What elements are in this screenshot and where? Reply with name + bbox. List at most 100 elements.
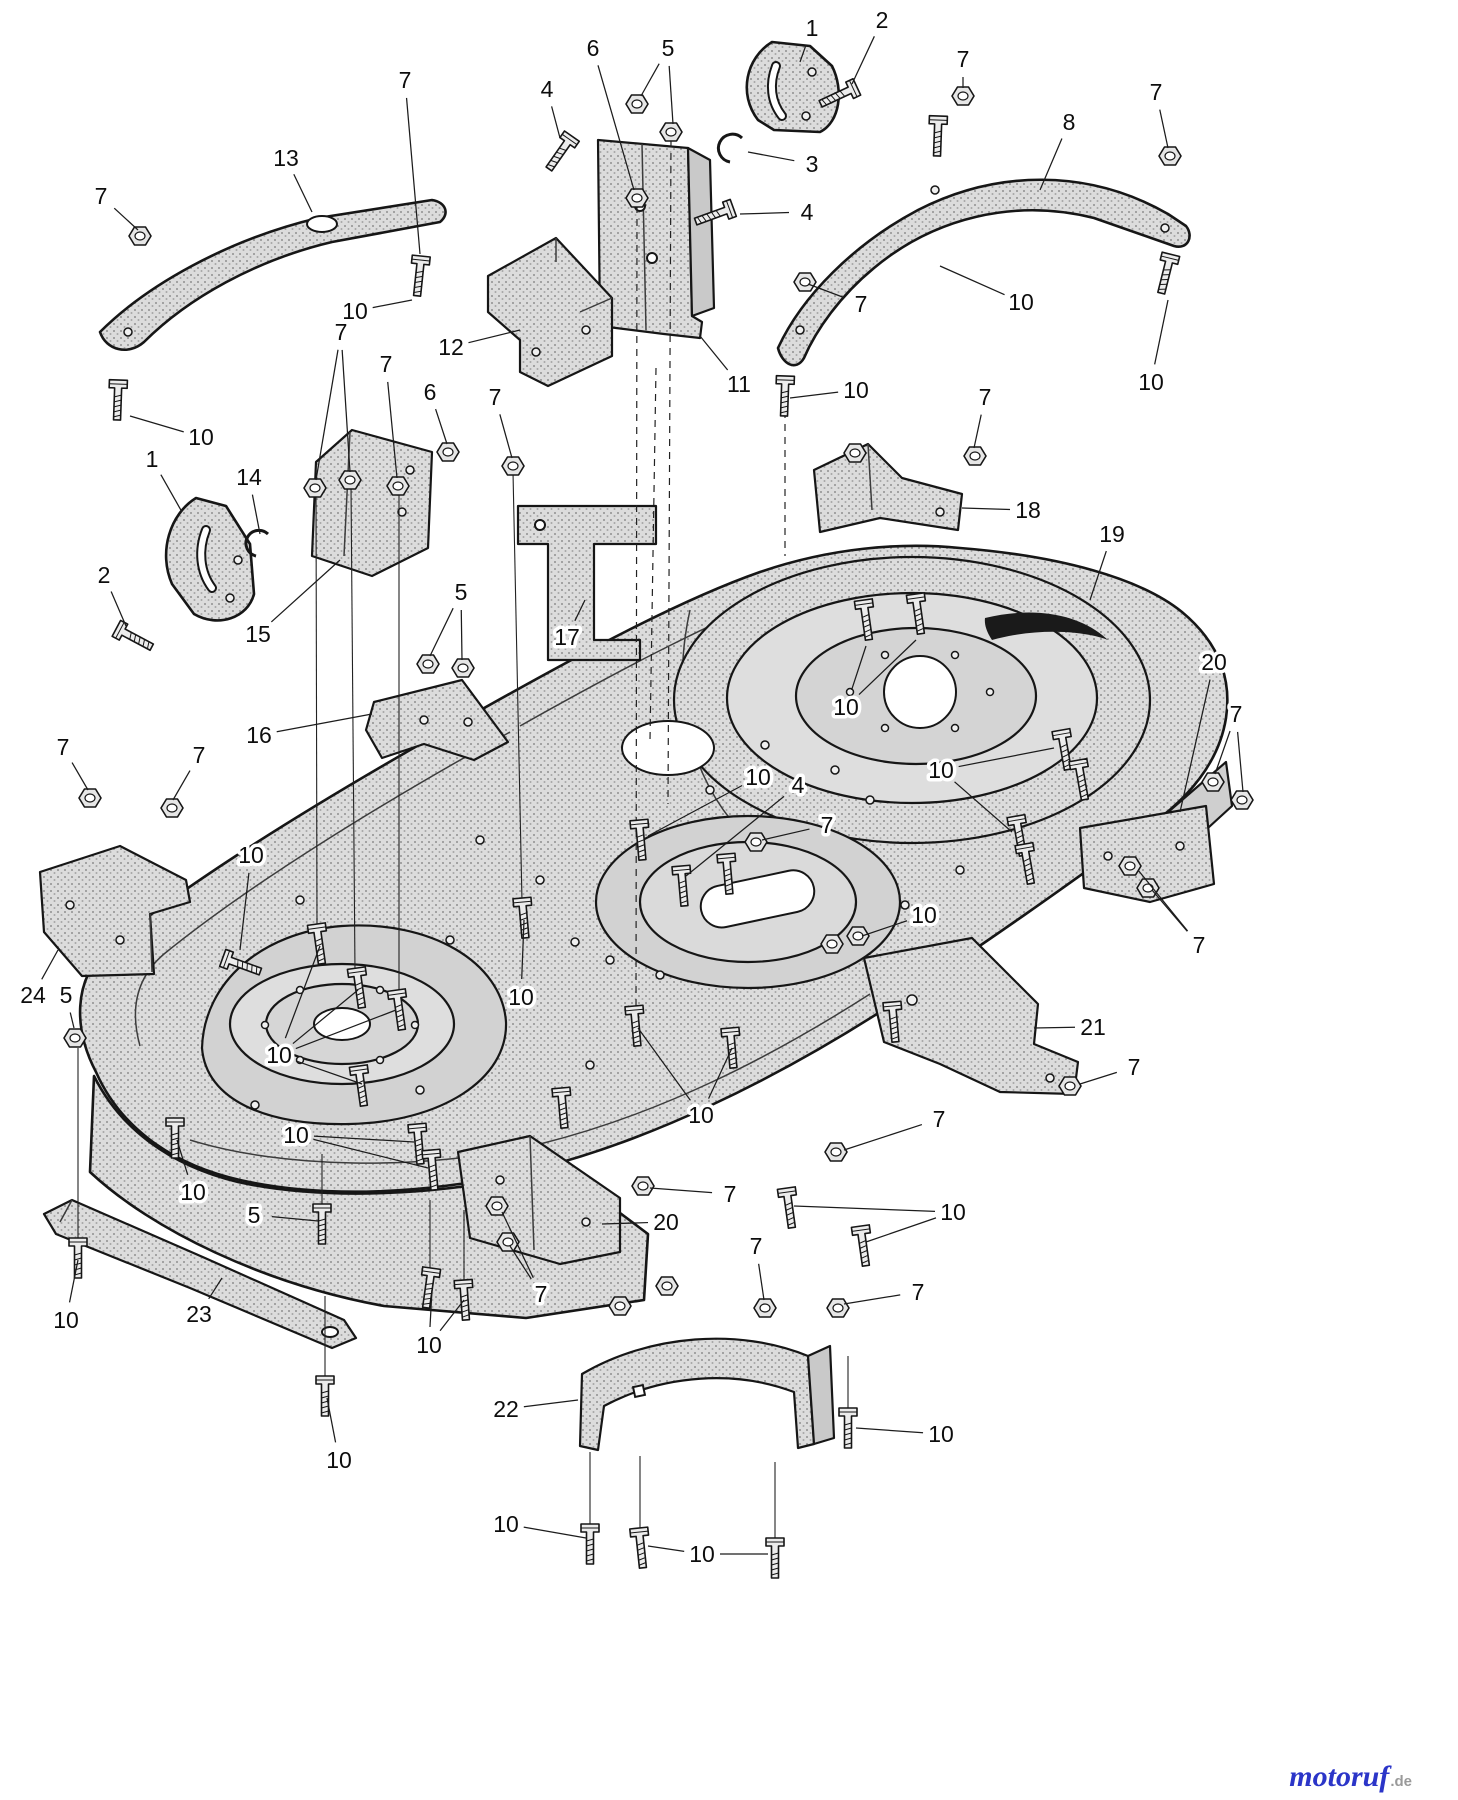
watermark: motoruf.de	[1289, 1760, 1412, 1794]
flange-nut	[753, 1298, 777, 1318]
flange-nut	[625, 94, 649, 114]
leader-line	[429, 1289, 433, 1328]
flange-nut	[963, 446, 987, 466]
callout-label-23: 23	[186, 1301, 212, 1327]
leader-line	[439, 1299, 465, 1332]
leader-line	[851, 36, 875, 85]
callout-label-7: 7	[399, 67, 412, 93]
part-14-retainer-ring	[244, 528, 270, 558]
callout-label-2: 2	[876, 7, 889, 33]
leader-line	[1214, 730, 1231, 775]
callout-label-8: 8	[1063, 109, 1076, 135]
leader-line	[239, 872, 250, 951]
part-12-bracket	[486, 236, 614, 388]
flange-nut	[744, 832, 768, 852]
callout-label-4: 4	[792, 772, 805, 798]
callout-label-5: 5	[455, 579, 468, 605]
bolt	[580, 1523, 600, 1565]
callout-label-5: 5	[248, 1202, 261, 1228]
callout-label-10: 10	[911, 902, 937, 928]
callout-label-3: 3	[806, 151, 819, 177]
callout-label-10: 10	[180, 1179, 206, 1205]
leader-line	[160, 474, 183, 513]
leader-line	[649, 1187, 713, 1194]
leader-line	[865, 1217, 937, 1243]
callout-label-5: 5	[662, 35, 675, 61]
leader-line	[861, 920, 908, 937]
leader-line	[707, 1047, 733, 1099]
flange-nut	[846, 926, 870, 946]
leader-line	[521, 919, 525, 980]
leader-line	[1236, 731, 1244, 793]
callout-label-19: 19	[1099, 521, 1125, 547]
flange-nut	[160, 798, 184, 818]
leader-line	[855, 1427, 924, 1434]
callout-label-10: 10	[238, 842, 264, 868]
callout-label-7: 7	[1230, 701, 1243, 727]
callout-label-5: 5	[60, 982, 73, 1008]
connector-lines	[77, 139, 849, 1542]
leader-line	[460, 609, 463, 661]
callout-label-17: 17	[554, 624, 580, 650]
leader-line	[1089, 550, 1107, 601]
leader-line	[758, 1263, 765, 1301]
leader-line	[640, 63, 660, 97]
leader-line	[574, 599, 586, 622]
leader-line	[739, 211, 790, 215]
callout-label-7: 7	[957, 46, 970, 72]
part-8-arm	[776, 178, 1191, 367]
leader-line	[973, 414, 982, 449]
leader-line	[41, 949, 59, 980]
callout-label-11: 11	[727, 371, 751, 397]
callout-label-24: 24	[20, 982, 46, 1008]
callout-label-21: 21	[1080, 1014, 1106, 1040]
flange-nut	[128, 226, 152, 246]
leader-line	[313, 1135, 415, 1143]
callout-label-10: 10	[416, 1332, 442, 1358]
leader-line	[851, 645, 867, 691]
callout-label-7: 7	[1128, 1054, 1141, 1080]
leader-line	[295, 1060, 363, 1085]
callout-label-6: 6	[424, 379, 437, 405]
flange-nut	[303, 478, 327, 498]
leader-line	[172, 770, 191, 801]
part-20-hanger-right	[1078, 804, 1216, 904]
part-3-retainer-ring	[716, 132, 744, 164]
leader-line	[271, 1216, 319, 1222]
leader-line	[293, 173, 313, 213]
flange-nut	[793, 272, 817, 292]
bolt	[838, 1407, 858, 1449]
flange-nut	[820, 934, 844, 954]
loose-parts	[38, 40, 1216, 1452]
leader-line	[129, 415, 184, 433]
leader-line	[1079, 1071, 1118, 1085]
leader-line	[429, 607, 454, 657]
leader-line	[843, 1123, 923, 1151]
leader-line	[747, 151, 795, 162]
leader-line	[405, 97, 421, 255]
callout-label-7: 7	[912, 1279, 925, 1305]
leader-line	[699, 335, 729, 371]
bolt	[850, 1224, 876, 1268]
leader-line	[326, 1397, 337, 1443]
part-23-blade	[42, 1198, 358, 1350]
callout-label-10: 10	[928, 1421, 954, 1447]
leader-line	[1159, 109, 1169, 149]
flange-nut	[843, 443, 867, 463]
flange-nut	[1230, 790, 1254, 810]
flange-nut	[1201, 772, 1225, 792]
leader-line	[551, 106, 561, 139]
leader-line	[1179, 679, 1211, 813]
watermark-suffix: .de	[1390, 1773, 1412, 1790]
flange-nut	[338, 470, 362, 490]
callout-label-1: 1	[806, 15, 819, 41]
bolt	[927, 114, 949, 158]
leader-line	[251, 494, 261, 535]
flange-nut	[951, 86, 975, 106]
callout-label-10: 10	[508, 984, 534, 1010]
callout-label-7: 7	[724, 1181, 737, 1207]
part-16-bracket	[364, 678, 510, 762]
callout-label-10: 10	[326, 1447, 352, 1473]
leader-line	[799, 44, 807, 63]
